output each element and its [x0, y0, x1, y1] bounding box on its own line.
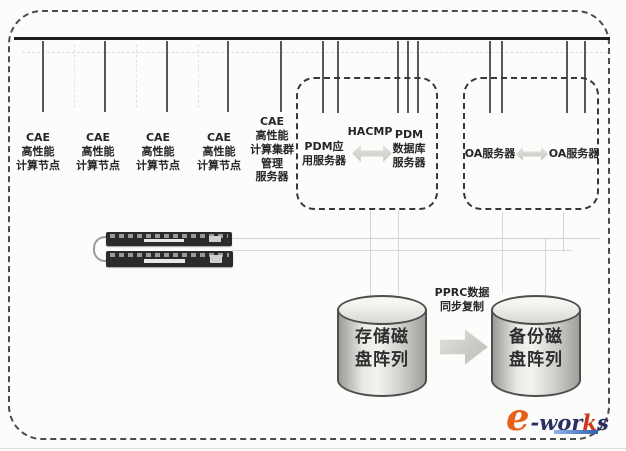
oa-cluster-box: [463, 77, 599, 210]
ghost-line: [136, 44, 137, 108]
ghost-line: [74, 44, 75, 108]
switch-led-icon: [209, 235, 221, 243]
system-boundary-border: [8, 10, 610, 440]
cae-node-label-3: CAE 高性能 计算节点: [136, 131, 180, 172]
drop-line-cae-1: [42, 41, 44, 112]
switch-stack-loop-cable: [93, 236, 109, 262]
hacmp-label: HACMP: [347, 125, 393, 138]
connector-line: [502, 212, 503, 293]
network-bus-line: [14, 37, 610, 40]
bottom-scan-line: [0, 448, 626, 449]
ghost-line: [198, 44, 199, 108]
oa-server-left-label: OA服务器: [464, 147, 516, 160]
cylinder-top: [337, 295, 427, 325]
drop-line-cae-mgmt: [280, 41, 282, 112]
cae-node-label-4: CAE 高性能 计算节点: [197, 131, 241, 172]
cae-node-label-2: CAE 高性能 计算节点: [76, 131, 120, 172]
ghost-horizontal-line: [22, 52, 608, 53]
connector-line: [563, 212, 564, 252]
cae-node-label-1: CAE 高性能 计算节点: [16, 131, 60, 172]
connector-line: [232, 250, 572, 251]
switch-led-icon: [210, 255, 222, 263]
connector-line: [370, 210, 371, 295]
connector-line: [545, 238, 546, 295]
cae-mgmt-server-label: CAE 高性能 计算集群 管理 服务器: [250, 115, 294, 184]
primary-storage-label: 存储磁 盘阵列: [355, 327, 409, 371]
pdm-cluster-box: [296, 77, 438, 210]
oa-server-right-label: OA服务器: [548, 147, 600, 160]
eworks-logo-k: k: [582, 410, 597, 435]
cylinder-top: [491, 295, 581, 325]
eworks-logo-underline-bar: [554, 430, 598, 434]
drop-line-cae-3: [166, 41, 168, 112]
pdm-db-server-label: PDM 数据库 服务器: [392, 128, 426, 169]
eworks-logo-s: s: [596, 410, 609, 435]
backup-storage-label: 备份磁 盘阵列: [509, 327, 563, 371]
ethernet-switch-top: [106, 232, 232, 246]
drop-line-cae-2: [104, 41, 106, 112]
pdm-app-server-label: PDM应 用服务器: [302, 140, 346, 167]
connector-line: [232, 238, 600, 239]
eworks-logo-e: e: [506, 395, 530, 439]
connector-line: [398, 210, 399, 295]
drop-line-cae-4: [227, 41, 229, 112]
ethernet-switch-bottom: [106, 251, 233, 267]
pprc-replication-label: PPRC数据 同步复制: [434, 286, 490, 313]
